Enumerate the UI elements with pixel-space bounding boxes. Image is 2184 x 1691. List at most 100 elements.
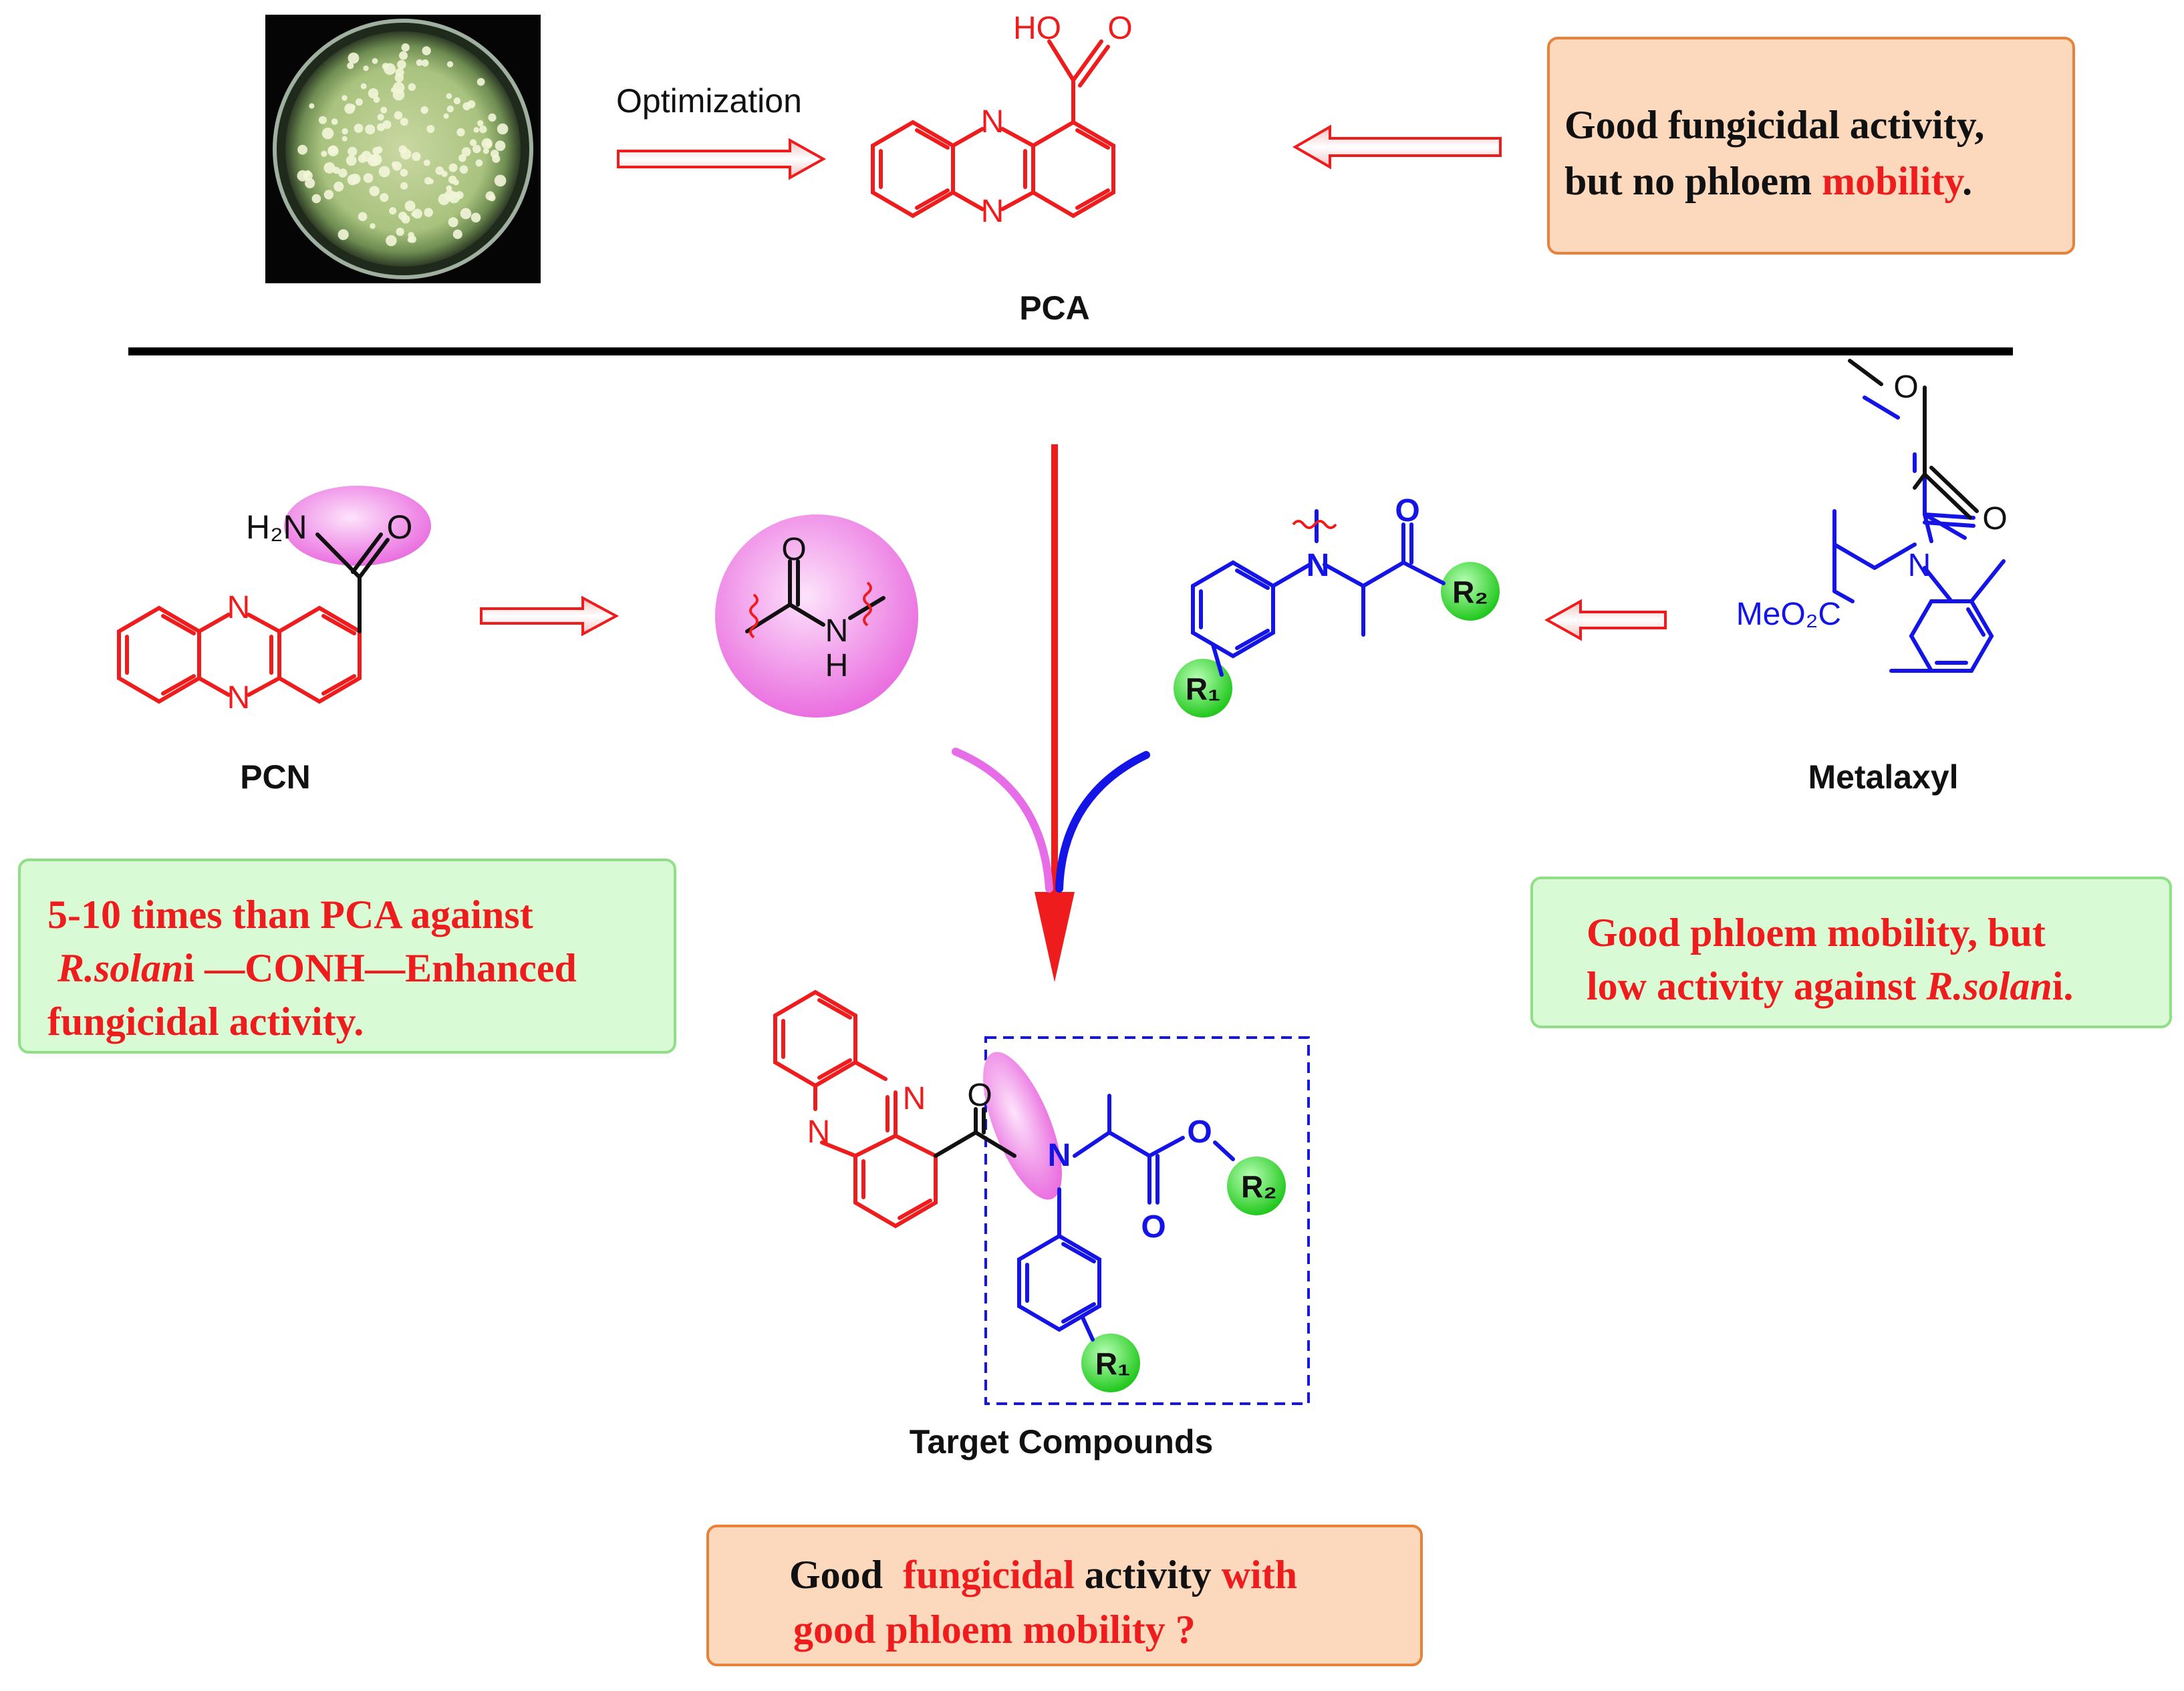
colony xyxy=(363,173,374,183)
fragment-n: N xyxy=(1307,548,1330,583)
colony xyxy=(401,43,410,52)
pcn-property-line1: 5-10 times than PCA against xyxy=(47,893,533,937)
box-to-pca-arrow xyxy=(1292,124,1502,170)
colony xyxy=(398,211,408,220)
pcn-h2n: H₂N xyxy=(246,508,307,546)
colony xyxy=(448,217,458,228)
pcn-n-bottom: N xyxy=(227,680,251,716)
target-o-ester2: O xyxy=(1141,1209,1166,1245)
fragment-r1: R₁ xyxy=(1186,671,1220,706)
colony xyxy=(411,211,417,217)
pcn-property-line3: fungicidal activity. xyxy=(47,1000,364,1044)
metalaxyl-o-carbonyl: O xyxy=(1982,501,2007,536)
amide-o: O xyxy=(781,532,806,567)
pca-property-line1: Good fungicidal activity, xyxy=(1564,103,1985,147)
pink-merge-curve xyxy=(952,748,1053,893)
colony xyxy=(328,146,337,155)
colony xyxy=(409,235,417,243)
colony xyxy=(441,170,448,177)
colony xyxy=(489,194,496,202)
target-r1: R₁ xyxy=(1095,1346,1130,1381)
colony xyxy=(446,93,452,100)
colony xyxy=(378,166,390,178)
colony xyxy=(377,114,384,121)
colony xyxy=(342,136,348,142)
metalaxyl-structure xyxy=(1832,396,2006,673)
colony xyxy=(492,154,501,163)
target-question-activity: activity xyxy=(1084,1553,1212,1597)
colony xyxy=(497,123,509,135)
colony xyxy=(370,223,376,229)
colony xyxy=(395,67,404,77)
colony xyxy=(412,152,421,161)
petri-dish-photo xyxy=(265,15,541,283)
metalaxyl-property-line2: low activity against R.solani. xyxy=(1587,959,2169,1013)
colony xyxy=(321,128,334,140)
optimization-arrow xyxy=(617,138,827,180)
colony xyxy=(389,207,397,215)
optimization-label: Optimization xyxy=(616,82,802,120)
colony xyxy=(467,100,476,108)
target-dashed-box xyxy=(984,1036,1310,1405)
target-question-line1: Good fungicidal activity with xyxy=(789,1547,1420,1602)
colony xyxy=(337,229,349,241)
colony xyxy=(424,177,432,185)
colony xyxy=(323,162,335,174)
colony xyxy=(350,104,356,110)
pcn-to-amide-arrow xyxy=(480,595,620,637)
metalaxyl-property-line1: Good phloem mobility, but xyxy=(1587,911,2046,955)
target-blue-bonds xyxy=(1017,1094,1235,1342)
pcn-n-top: N xyxy=(227,590,251,625)
colony xyxy=(453,97,461,105)
colony xyxy=(305,178,315,188)
pca-n-bottom: N xyxy=(981,194,1004,229)
colony xyxy=(348,52,360,64)
colony xyxy=(400,118,408,126)
pcn-o: O xyxy=(387,508,413,546)
amide-n: N xyxy=(825,613,849,649)
colony xyxy=(358,154,367,163)
pca-property-line2-a: but no phloem xyxy=(1564,159,1822,203)
amide-sphere xyxy=(715,514,918,718)
colony xyxy=(476,78,485,86)
colony xyxy=(368,88,379,99)
colony xyxy=(416,59,423,66)
target-label: Target Compounds xyxy=(910,1423,1214,1461)
colony xyxy=(318,116,327,124)
metalaxyl-chain-bonds xyxy=(1848,359,1979,520)
colony xyxy=(331,118,338,126)
colony xyxy=(475,159,483,167)
target-question-good: Good xyxy=(789,1553,883,1597)
colony xyxy=(404,200,416,212)
metalaxyl-property-box: Good phloem mobility, but low activity a… xyxy=(1530,877,2172,1028)
colony xyxy=(309,103,315,109)
colony xyxy=(355,98,363,106)
pca-property-line2-c: . xyxy=(1962,159,1973,203)
colony xyxy=(448,163,458,172)
colony xyxy=(438,193,450,205)
pcn-structure xyxy=(117,575,362,704)
colony xyxy=(494,174,507,187)
pca-property-line2-b: mobility xyxy=(1822,159,1963,203)
pca-o: O xyxy=(1107,11,1132,46)
target-amide-bonds xyxy=(934,1107,1016,1158)
target-question-with: with xyxy=(1221,1553,1298,1597)
colony xyxy=(456,128,465,137)
pca-n-top: N xyxy=(981,104,1004,140)
colony xyxy=(380,106,388,114)
colony xyxy=(443,113,449,119)
target-amide-highlight xyxy=(983,1052,1062,1200)
colony xyxy=(455,191,464,200)
colony xyxy=(347,174,358,186)
target-question-box: Good fungicidal activity with good phloe… xyxy=(706,1525,1423,1666)
colony xyxy=(365,124,376,135)
metalaxyl-o-top: O xyxy=(1893,369,1918,405)
colony xyxy=(398,145,408,154)
target-r2: R₂ xyxy=(1241,1169,1277,1204)
colony xyxy=(470,212,481,223)
colony xyxy=(408,83,416,92)
colony xyxy=(472,144,481,154)
colony xyxy=(358,212,368,222)
target-n-amide: N xyxy=(1048,1138,1071,1173)
